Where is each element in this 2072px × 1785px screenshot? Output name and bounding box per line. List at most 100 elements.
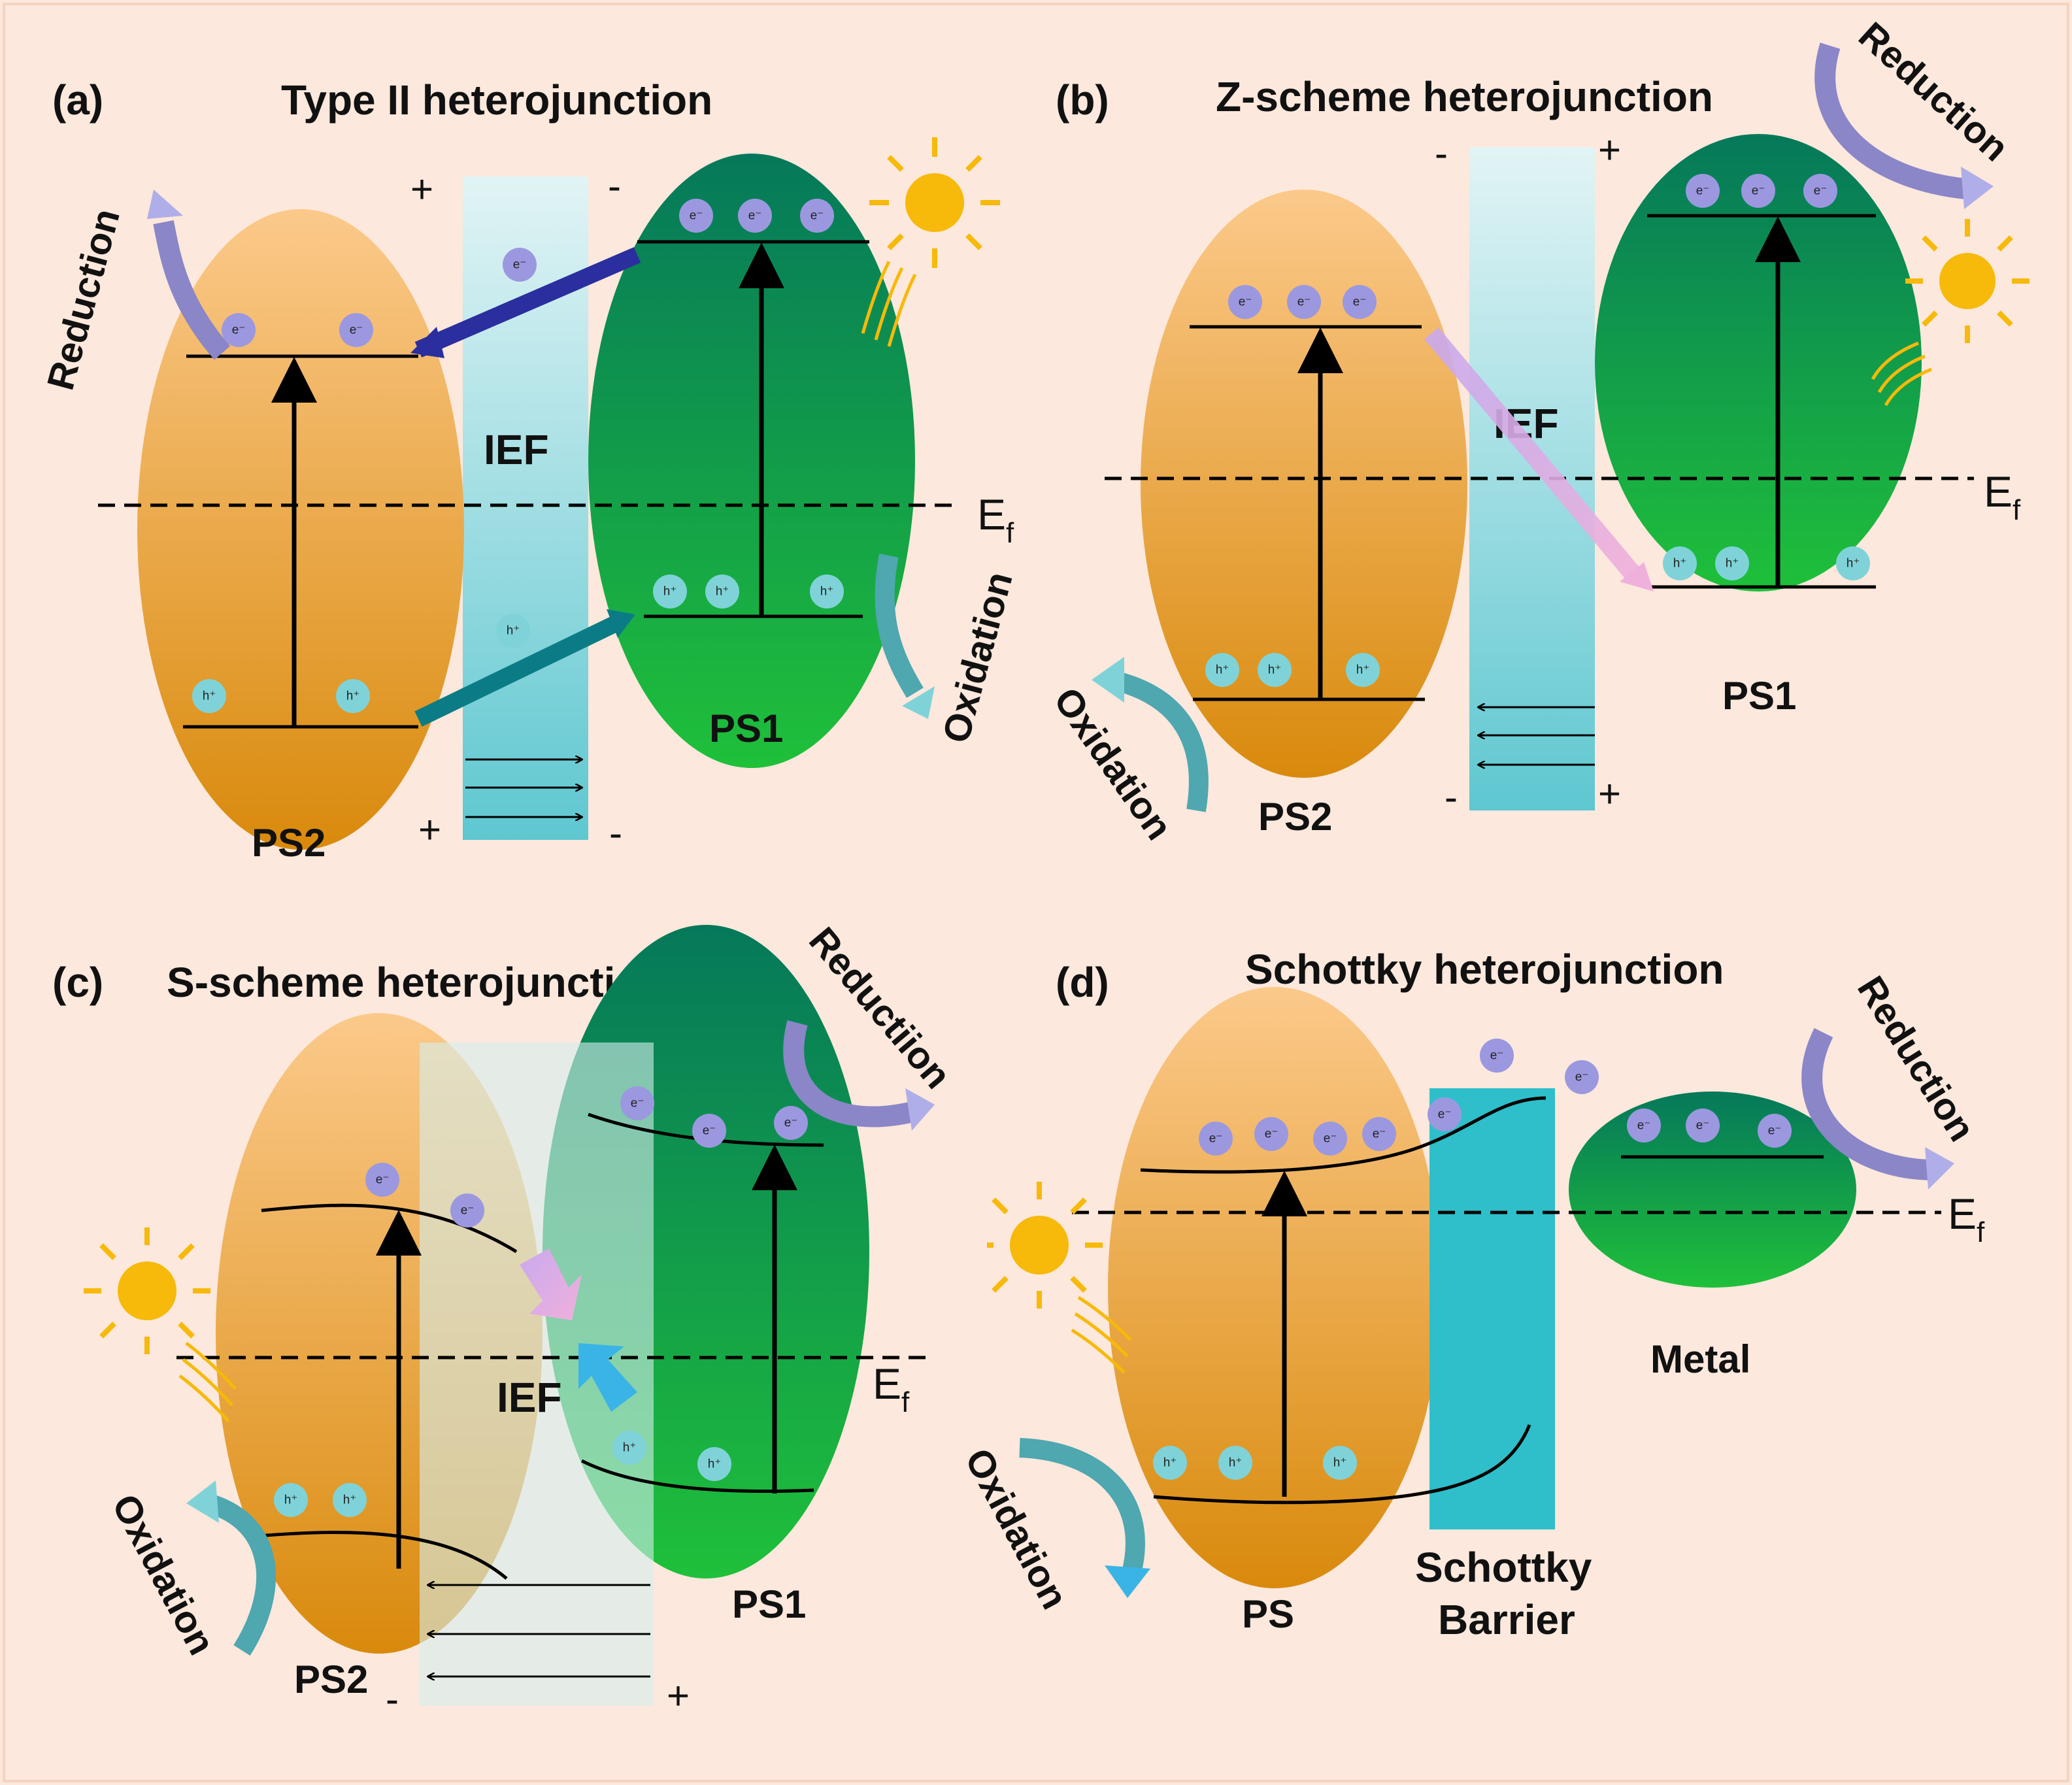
electron-label: e⁻ xyxy=(1696,1119,1710,1133)
oxidation-arrow xyxy=(875,554,924,698)
hole-label: h⁺ xyxy=(1216,663,1229,677)
hole-label: h⁺ xyxy=(716,585,729,599)
electron-label: e⁻ xyxy=(1265,1127,1278,1141)
hole xyxy=(1218,1446,1252,1480)
panel-d-title: Schottky heterojunction xyxy=(1245,946,1724,993)
electron xyxy=(339,313,373,347)
electron-label: e⁻ xyxy=(513,258,527,272)
panel-c-title: S-scheme heterojunction xyxy=(167,959,667,1006)
hole-recombination-arrow xyxy=(578,1343,637,1412)
electron-label: e⁻ xyxy=(631,1097,644,1110)
hole xyxy=(333,1483,367,1517)
hole xyxy=(697,1447,731,1481)
hole-label: h⁺ xyxy=(1268,663,1282,677)
electron-label: e⁻ xyxy=(1353,295,1367,309)
panel-a: (a) Type II heterojunction IEF + - + - P… xyxy=(39,76,1021,865)
electron xyxy=(365,1163,399,1197)
electron-label: e⁻ xyxy=(461,1204,475,1218)
hole xyxy=(274,1483,308,1517)
ief-minus-bottom: - xyxy=(609,811,622,855)
electron-label: e⁻ xyxy=(1324,1132,1337,1146)
electrons: e⁻ e⁻ e⁻ e⁻ e⁻ xyxy=(365,1086,808,1227)
z-transfer-head xyxy=(1620,562,1654,592)
hole xyxy=(612,1431,646,1465)
ps2-vb xyxy=(258,1531,508,1580)
reduction-arrow xyxy=(1801,1027,1935,1180)
electron xyxy=(503,248,537,282)
electron xyxy=(692,1114,726,1148)
fermi-label: Ef xyxy=(873,1360,910,1418)
hole-label: h⁺ xyxy=(507,624,520,638)
electron xyxy=(1627,1109,1661,1143)
hole-label: h⁺ xyxy=(1163,1456,1177,1470)
ief-plus-top: + xyxy=(1598,128,1621,172)
barrier-label-line2: Barrier xyxy=(1438,1596,1575,1643)
electron xyxy=(1758,1114,1792,1148)
ief-plus-bottom: + xyxy=(1598,772,1621,816)
field-arrows xyxy=(428,1585,650,1677)
hole-label: h⁺ xyxy=(820,585,834,599)
hole-label: h⁺ xyxy=(623,1441,637,1455)
hole xyxy=(1663,546,1697,580)
electron-label: e⁻ xyxy=(376,1173,390,1187)
electron-label: e⁻ xyxy=(232,324,246,337)
hole xyxy=(1323,1446,1357,1480)
electron-recombination-arrow xyxy=(520,1248,582,1320)
sun-icon xyxy=(84,1227,237,1423)
sun-icon xyxy=(987,1182,1132,1374)
outer-border xyxy=(3,3,2069,1782)
panel-d-label: (d) xyxy=(1056,959,1109,1006)
electron-label: e⁻ xyxy=(350,324,363,337)
hole xyxy=(336,679,370,713)
electron xyxy=(1428,1097,1462,1131)
schottky-barrier xyxy=(1429,1088,1555,1529)
ps2-ellipse xyxy=(1141,190,1467,778)
reduction-arrow xyxy=(783,1020,918,1127)
hole xyxy=(1258,653,1292,687)
hole-label: h⁺ xyxy=(1333,1456,1347,1470)
electrons: e⁻ e⁻ e⁻ e⁻ e⁻ e⁻ xyxy=(222,199,834,347)
electron xyxy=(450,1193,484,1227)
hole-label: h⁺ xyxy=(346,690,360,703)
electron xyxy=(800,199,834,233)
hole xyxy=(496,614,530,648)
ps2-label: PS2 xyxy=(1258,795,1332,839)
reduction-arrow-head xyxy=(1925,1147,1954,1190)
ps2-cb xyxy=(261,1203,518,1254)
hole-label: h⁺ xyxy=(284,1493,298,1507)
reduction-arrow-head xyxy=(147,190,183,219)
panel-b: (b) Z-scheme heterojunction - + - + PS2 … xyxy=(1045,14,2030,848)
panel-b-title: Z-scheme heterojunction xyxy=(1216,73,1713,120)
ps2-label: PS2 xyxy=(252,821,326,865)
hole xyxy=(653,575,687,609)
electron xyxy=(1741,174,1775,208)
field-arrows xyxy=(465,759,582,817)
sun-icon xyxy=(861,137,1000,347)
electron-label: e⁻ xyxy=(1209,1132,1223,1146)
holes: h⁺ h⁺ h⁺ h⁺ h⁺ h⁺ xyxy=(192,575,844,713)
oxidation-arrow-head xyxy=(186,1480,219,1523)
electron xyxy=(1254,1117,1288,1151)
fermi-label: Ef xyxy=(1984,467,2021,526)
electron-label: e⁻ xyxy=(1768,1124,1782,1138)
electron xyxy=(738,199,772,233)
electron-transfer-head xyxy=(410,327,444,358)
ief-minus-bottom: - xyxy=(1445,775,1458,819)
panel-c-label: (c) xyxy=(52,959,103,1006)
hole xyxy=(1715,546,1749,580)
electron xyxy=(1803,174,1837,208)
electron xyxy=(1287,285,1321,319)
ps1-ellipse xyxy=(588,154,915,768)
ief-minus-top: - xyxy=(1435,131,1448,175)
ps2-label: PS2 xyxy=(294,1658,368,1701)
electrons: e⁻ e⁻ e⁻ e⁻ e⁻ e⁻ xyxy=(1228,174,1837,319)
ps1-label: PS1 xyxy=(1722,674,1796,718)
hole-label: h⁺ xyxy=(343,1493,357,1507)
ief-minus-bottom: - xyxy=(386,1677,399,1721)
electron-label: e⁻ xyxy=(810,209,824,223)
hole xyxy=(1836,546,1870,580)
electron-label: e⁻ xyxy=(784,1116,798,1130)
electron-label: e⁻ xyxy=(1438,1108,1452,1122)
metal-label: Metal xyxy=(1650,1337,1750,1381)
reduction-arrow-head xyxy=(1961,167,1994,209)
